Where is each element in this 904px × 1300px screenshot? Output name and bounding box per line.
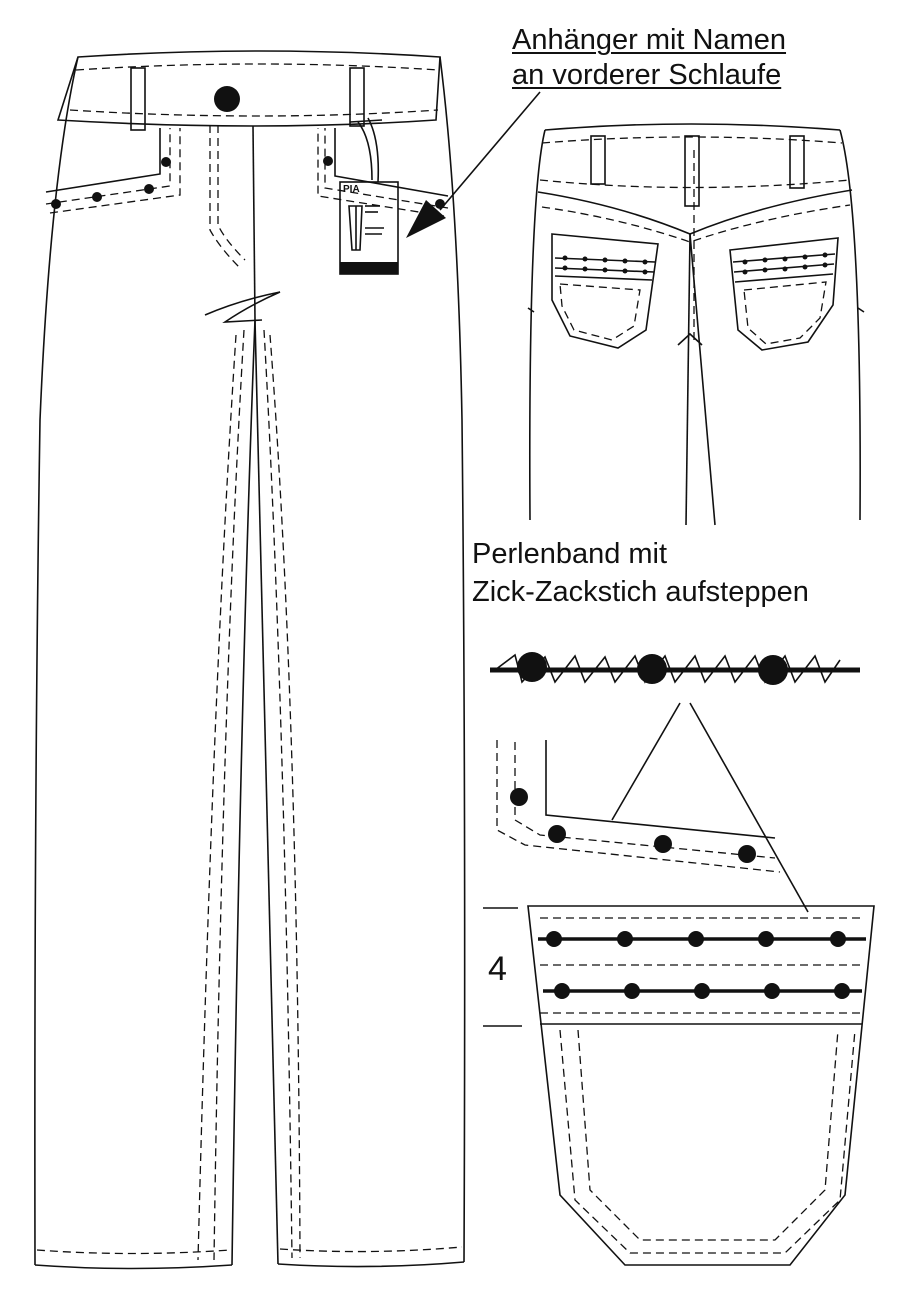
- hang-tag-annotation-line2: an vorderer Schlaufe: [512, 59, 782, 91]
- front-view-pants: [34, 50, 466, 1270]
- hem-right: [277, 1261, 465, 1268]
- front-pocket-right: [334, 128, 449, 197]
- bead-band-annotation-line2: Zick-Zackstich aufsteppen: [472, 576, 809, 608]
- back-pocket-right: [729, 237, 839, 351]
- bead-band-detail: [490, 652, 860, 913]
- inseam-right: [254, 319, 279, 1265]
- front-waistband: [56, 50, 441, 127]
- hang-tag-annotation-line1: Anhänger mit Namen: [512, 24, 787, 56]
- hang-tag: [339, 117, 399, 275]
- inseam-left: [231, 319, 256, 1266]
- back-pocket-detail: [483, 905, 875, 1266]
- bead-band-annotation-line1: Perlenband mit: [472, 538, 668, 570]
- belt-loop-left: [130, 67, 146, 131]
- pocket-measure-label: 4: [488, 950, 507, 988]
- hang-tag-brand: PIA: [343, 184, 360, 195]
- zipper-pull: [204, 291, 281, 323]
- hem-left: [34, 1264, 233, 1270]
- front-pocket-left: [45, 128, 161, 193]
- arrow-to-tag: [406, 91, 541, 238]
- front-outer-right: [439, 56, 466, 1263]
- back-pocket-left: [551, 233, 659, 349]
- pocket-corner-detail: [496, 740, 781, 873]
- belt-loop-right: [349, 67, 365, 127]
- front-outer-left: [34, 56, 79, 1266]
- back-view-pants: [527, 123, 865, 526]
- front-button: [214, 86, 240, 112]
